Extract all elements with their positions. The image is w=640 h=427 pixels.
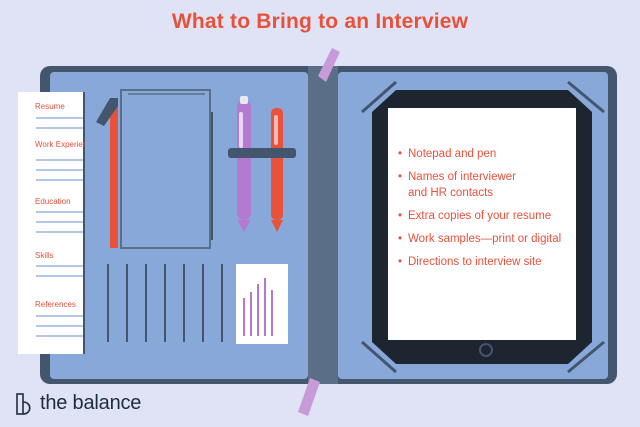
purple-pen — [237, 96, 251, 232]
tablet-home-button — [479, 343, 493, 357]
checklist-item: •Notepad and pen — [398, 148, 497, 160]
resume-work-experience: Work Experience — [35, 140, 85, 149]
checklist-item: •Work samples—print or digital — [398, 233, 562, 245]
checklist-item: •Directions to interview site — [398, 256, 542, 268]
page-title: What to Bring to an Interview — [171, 10, 469, 33]
red-pencil — [110, 102, 118, 248]
tablet-screen — [388, 108, 576, 340]
brand-name: the balance — [40, 392, 142, 414]
checklist-item: •Extra copies of your resume — [398, 210, 552, 222]
pen-loop — [228, 148, 296, 158]
balance-logo-icon — [16, 392, 31, 415]
resume-heading: Resume — [35, 102, 65, 111]
top-clip — [318, 48, 340, 82]
bottom-clip — [298, 378, 320, 416]
resume-sheet — [18, 92, 84, 354]
orange-pen — [271, 108, 283, 232]
resume-skills: Skills — [35, 251, 54, 260]
notepad-pocket — [120, 89, 211, 249]
resume-education: Education — [35, 197, 71, 206]
folder-spine — [308, 66, 338, 384]
resume-references: References — [35, 300, 76, 309]
card-slots — [107, 264, 223, 342]
brand-logo: the balance — [16, 392, 141, 415]
